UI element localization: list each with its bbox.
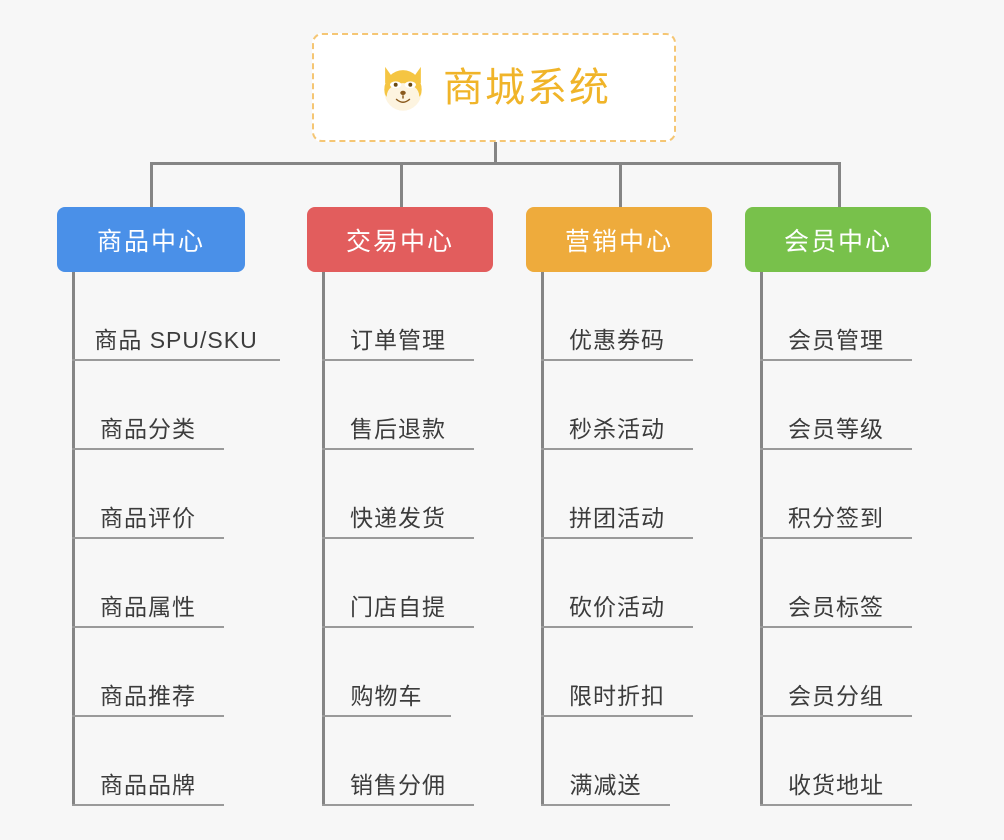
leaf-label: 快递发货 [350,505,446,531]
leaf-label: 限时折扣 [569,683,665,709]
leaf-item[interactable]: 门店自提 [322,539,474,628]
connector-drop-trade-center [400,162,403,208]
leaf-item[interactable]: 砍价活动 [541,539,693,628]
leaf-label: 商品属性 [100,594,196,620]
leaf-item[interactable]: 优惠券码 [541,272,693,361]
branch-header-label: 交易中心 [345,227,454,256]
leaf-list-trade-center: 订单管理售后退款快递发货门店自提购物车销售分佣 [322,272,474,806]
leaf-label: 销售分佣 [350,772,446,798]
leaf-label: 优惠券码 [569,327,665,353]
leaf-item[interactable]: 限时折扣 [541,628,693,717]
branch-marketing-center: 营销中心优惠券码秒杀活动拼团活动砍价活动限时折扣满减送 [526,207,712,806]
leaf-list-member-center: 会员管理会员等级积分签到会员标签会员分组收货地址 [760,272,912,806]
leaf-label: 满减送 [569,772,642,798]
leaf-label: 售后退款 [350,416,446,442]
branch-spine-member-center [760,272,763,806]
branch-header-label: 营销中心 [564,227,673,256]
leaf-label: 拼团活动 [569,505,665,531]
connector-root-stem [494,142,497,164]
leaf-item[interactable]: 商品品牌 [72,717,224,806]
leaf-label: 商品品牌 [100,772,196,798]
branch-member-center: 会员中心会员管理会员等级积分签到会员标签会员分组收货地址 [745,207,931,806]
leaf-label: 商品 SPU/SKU [94,327,258,353]
leaf-item[interactable]: 售后退款 [322,361,474,450]
root-node[interactable]: 商城系统 [312,33,676,142]
leaf-item[interactable]: 商品属性 [72,539,224,628]
leaf-item[interactable]: 商品评价 [72,450,224,539]
leaf-label: 门店自提 [350,594,446,620]
leaf-item[interactable]: 会员管理 [760,272,912,361]
branch-header-trade-center[interactable]: 交易中心 [307,207,493,272]
branch-header-marketing-center[interactable]: 营销中心 [526,207,712,272]
leaf-item[interactable]: 商品 SPU/SKU [72,272,280,361]
leaf-item[interactable]: 会员标签 [760,539,912,628]
connector-drop-product-center [150,162,153,208]
leaf-label: 会员等级 [788,416,884,442]
root-title: 商城系统 [443,65,611,110]
branch-trade-center: 交易中心订单管理售后退款快递发货门店自提购物车销售分佣 [307,207,493,806]
leaf-label: 会员标签 [788,594,884,620]
leaf-label: 购物车 [350,683,423,709]
connector-horizontal-bus [150,162,840,165]
branch-header-label: 商品中心 [96,227,205,256]
leaf-item[interactable]: 满减送 [541,717,670,806]
leaf-label: 商品推荐 [100,683,196,709]
leaf-item[interactable]: 积分签到 [760,450,912,539]
leaf-item[interactable]: 商品分类 [72,361,224,450]
leaf-label: 商品评价 [100,505,196,531]
leaf-item[interactable]: 秒杀活动 [541,361,693,450]
leaf-item[interactable]: 收货地址 [760,717,912,806]
leaf-label: 收货地址 [788,772,884,798]
leaf-item[interactable]: 购物车 [322,628,451,717]
branch-header-product-center[interactable]: 商品中心 [57,207,245,272]
leaf-label: 积分签到 [788,505,884,531]
branch-header-member-center[interactable]: 会员中心 [745,207,931,272]
branch-header-label: 会员中心 [783,227,892,256]
leaf-label: 会员分组 [788,683,884,709]
shiba-dog-face-icon [377,62,429,114]
connector-drop-member-center [838,162,841,208]
connector-drop-marketing-center [619,162,622,208]
leaf-item[interactable]: 会员分组 [760,628,912,717]
branch-spine-marketing-center [541,272,544,806]
leaf-item[interactable]: 会员等级 [760,361,912,450]
branch-spine-product-center [72,272,75,806]
leaf-label: 砍价活动 [569,594,665,620]
branch-product-center: 商品中心商品 SPU/SKU 商品分类商品评价商品属性商品推荐商品品牌 [57,207,280,806]
leaf-label: 会员管理 [788,327,884,353]
leaf-label: 订单管理 [350,327,446,353]
leaf-label: 商品分类 [100,416,196,442]
leaf-item[interactable]: 商品推荐 [72,628,224,717]
leaf-label: 秒杀活动 [569,416,665,442]
leaf-item[interactable]: 订单管理 [322,272,474,361]
branch-spine-trade-center [322,272,325,806]
leaf-item[interactable]: 快递发货 [322,450,474,539]
leaf-list-marketing-center: 优惠券码秒杀活动拼团活动砍价活动限时折扣满减送 [541,272,693,806]
leaf-list-product-center: 商品 SPU/SKU 商品分类商品评价商品属性商品推荐商品品牌 [72,272,280,806]
leaf-item[interactable]: 销售分佣 [322,717,474,806]
leaf-item[interactable]: 拼团活动 [541,450,693,539]
